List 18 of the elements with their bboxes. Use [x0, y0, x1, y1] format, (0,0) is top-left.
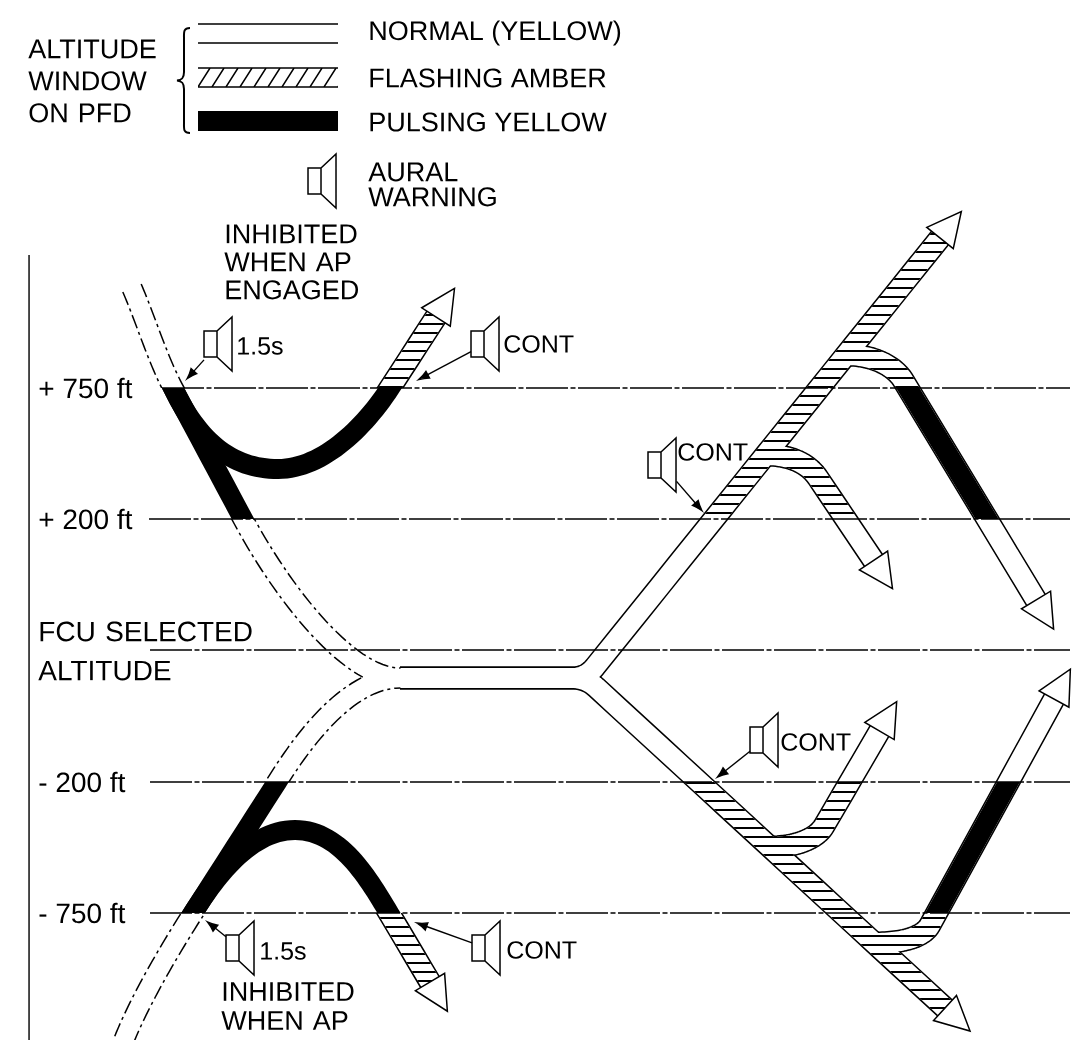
altitude-label: - 200 ft: [39, 771, 126, 793]
altitude-label: + 200 ft: [39, 508, 133, 530]
legend-label: AURAL WARNING: [368, 162, 496, 207]
altitude-label: - 750 ft: [39, 902, 126, 924]
note-text: INHIBITED WHEN AP ENGAGED: [224, 224, 358, 300]
group-label: ALTITUDE WINDOW ON PFD: [28, 39, 156, 123]
altitude-label: + 750 ft: [39, 377, 133, 399]
warning-label: CONT: [504, 335, 574, 353]
warning-label: 1.5s: [261, 942, 306, 960]
legend-label: FLASHING AMBER: [370, 68, 606, 88]
warning-label: CONT: [507, 941, 577, 959]
legend-label: PULSING YELLOW: [370, 112, 607, 132]
note-text: INHIBITED WHEN AP: [221, 982, 354, 1030]
warning-label: CONT: [781, 733, 851, 751]
warning-label: 1.5s: [238, 337, 283, 355]
legend-label: NORMAL (YELLOW): [370, 20, 621, 46]
warning-label: CONT: [678, 443, 748, 461]
altitude-label: FCU SELECTED ALTITUDE: [38, 621, 252, 681]
